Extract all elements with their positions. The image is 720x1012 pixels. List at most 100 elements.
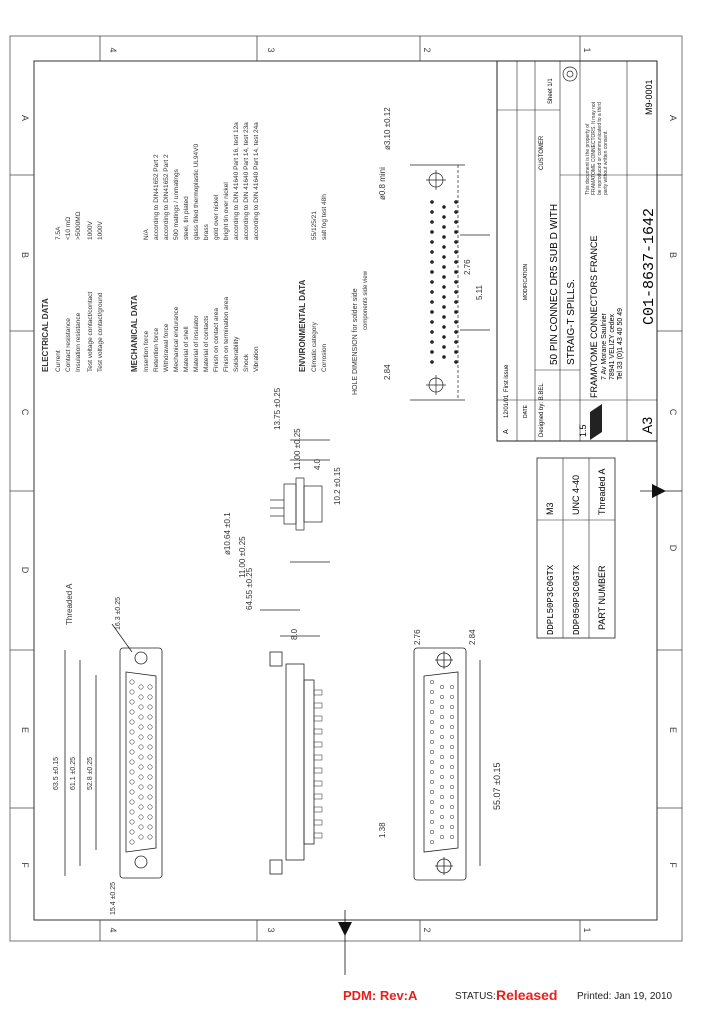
front-pin bbox=[129, 729, 135, 735]
hole-dot bbox=[454, 290, 458, 294]
spec-label-mech-5: Material of insulator bbox=[193, 314, 200, 372]
front-pin bbox=[129, 739, 135, 745]
rear-pin bbox=[439, 694, 445, 700]
rear-pin bbox=[429, 789, 435, 795]
hole-dot bbox=[442, 265, 446, 269]
rear-pin bbox=[439, 754, 445, 760]
zone-labels: A B C D E F A B C D E F 4 3 2 1 4 3 2 1 bbox=[20, 47, 678, 932]
front-pin bbox=[147, 694, 153, 700]
zone-label-right-d: D bbox=[668, 545, 678, 552]
rear-pin bbox=[449, 794, 455, 800]
col-label-top-3: 3 bbox=[266, 47, 276, 52]
rear-pin-array bbox=[429, 679, 455, 845]
spec-value-insulation: >5000MΩ bbox=[75, 211, 82, 240]
dim-52-8: 52.8 ±0.25 bbox=[87, 757, 94, 790]
drawing-description-1: 50 PIN CONNEC DR5 SUB D WITH bbox=[549, 204, 560, 365]
dim-2-84-bottom: 2.84 bbox=[468, 629, 477, 645]
rear-pin bbox=[429, 739, 435, 745]
spec-label-mech-4: Material of shell bbox=[183, 326, 190, 372]
hole-dot bbox=[454, 250, 458, 254]
drawing-description-2: STRAIG-T SPILLS. bbox=[566, 279, 577, 365]
spec-value-mech-1: according to DIN41652 Part 2 bbox=[153, 154, 160, 240]
front-pin bbox=[129, 829, 135, 835]
hole-dot bbox=[454, 320, 458, 324]
front-pin bbox=[129, 759, 135, 765]
zone-label-right-f: F bbox=[668, 862, 678, 868]
environmental-title: ENVIRONMENTAL DATA bbox=[298, 279, 307, 372]
spec-value-mech-3: 500 matings / unmatings bbox=[173, 168, 180, 240]
spec-label-mech-11: Vibration bbox=[253, 346, 260, 372]
spec-label-env-1: Corrosion bbox=[321, 343, 328, 372]
front-pin bbox=[138, 834, 144, 840]
front-pin bbox=[138, 814, 144, 820]
spec-label-voltage-cc: Test voltage contact/contact bbox=[87, 292, 94, 372]
rear-pin bbox=[429, 819, 435, 825]
hole-dot bbox=[430, 340, 434, 344]
spec-label-mech-6: Material of contacts bbox=[203, 315, 210, 372]
front-pin bbox=[129, 809, 135, 815]
side-pin bbox=[313, 780, 323, 787]
dim-0-8: ø0.8 mini bbox=[378, 167, 387, 200]
drawing-number: C01-8637-1642 bbox=[641, 208, 658, 325]
company-phone: Tel 33 (0)1 43 40 50 49 bbox=[617, 308, 624, 380]
confidential-note: This document is the property of FRAMATO… bbox=[585, 101, 609, 195]
front-pin bbox=[138, 764, 144, 770]
zone-label-top-e: E bbox=[20, 727, 30, 733]
spec-label-mech-10: Shock bbox=[243, 353, 250, 372]
rear-pin bbox=[439, 724, 445, 730]
rear-pin bbox=[439, 764, 445, 770]
rear-pin bbox=[429, 759, 435, 765]
spec-value-mech-7: gold over nickel bbox=[213, 194, 220, 240]
spec-value-voltage-cg: 1000V bbox=[97, 221, 104, 240]
rear-pin bbox=[429, 809, 435, 815]
hole-dot bbox=[442, 215, 446, 219]
rear-pin bbox=[429, 839, 435, 845]
pdm-footer: PDM: Rev:A STATUS: Released Printed: Jan… bbox=[0, 986, 720, 1008]
front-pin bbox=[138, 734, 144, 740]
front-pin bbox=[147, 754, 153, 760]
front-pin bbox=[129, 839, 135, 845]
side-pin bbox=[313, 793, 323, 800]
hole-dot bbox=[454, 230, 458, 234]
rear-pin bbox=[449, 744, 455, 750]
hole-dot bbox=[454, 220, 458, 224]
hole-dot bbox=[430, 270, 434, 274]
zone-label-top-f: F bbox=[20, 862, 30, 868]
rear-pin bbox=[449, 694, 455, 700]
rear-pin bbox=[439, 794, 445, 800]
hole-dot bbox=[442, 205, 446, 209]
front-pin bbox=[147, 734, 153, 740]
hole-dot bbox=[454, 340, 458, 344]
side-pin bbox=[313, 806, 323, 813]
hole-dot bbox=[430, 350, 434, 354]
spec-label-env-0: Climatic category bbox=[311, 321, 318, 372]
hole-dot bbox=[430, 210, 434, 214]
dim-63-5: 63.5 ±0.15 bbox=[53, 757, 60, 790]
front-pin bbox=[138, 754, 144, 760]
side-view-small: 13.75 ±0.25 11.00 ±0.25 4.0 10.2 ±0.15 ø… bbox=[223, 387, 342, 578]
company-logo-icon bbox=[590, 404, 602, 440]
side-pin bbox=[313, 741, 323, 748]
hole-dot bbox=[430, 360, 434, 364]
dim-8-0: 8.0 bbox=[290, 628, 299, 640]
front-pin bbox=[129, 719, 135, 725]
dim-55-07: 55.07 ±0.15 bbox=[492, 763, 502, 810]
dim-13-75: 13.75 ±0.25 bbox=[273, 387, 282, 430]
side-pin bbox=[313, 702, 323, 709]
hole-dot bbox=[430, 280, 434, 284]
rear-pin bbox=[449, 754, 455, 760]
connector-side-profile: 8.0 64.55 ±0.25 1.38 bbox=[245, 567, 387, 875]
rear-pin bbox=[439, 834, 445, 840]
spec-label-mech-8: Finish on termination area bbox=[223, 296, 230, 372]
mechanical-title: MECHANICAL DATA bbox=[130, 295, 139, 372]
hole-dot bbox=[454, 330, 458, 334]
rear-pin bbox=[429, 719, 435, 725]
rear-pin bbox=[439, 704, 445, 710]
designed-by: Designed by: B.BEL bbox=[539, 383, 545, 437]
projection-symbol-icon bbox=[562, 66, 578, 82]
spec-label-mech-0: Insertion force bbox=[143, 330, 150, 372]
hole-dot bbox=[442, 355, 446, 359]
front-pin bbox=[129, 689, 135, 695]
rear-pin bbox=[449, 764, 455, 770]
